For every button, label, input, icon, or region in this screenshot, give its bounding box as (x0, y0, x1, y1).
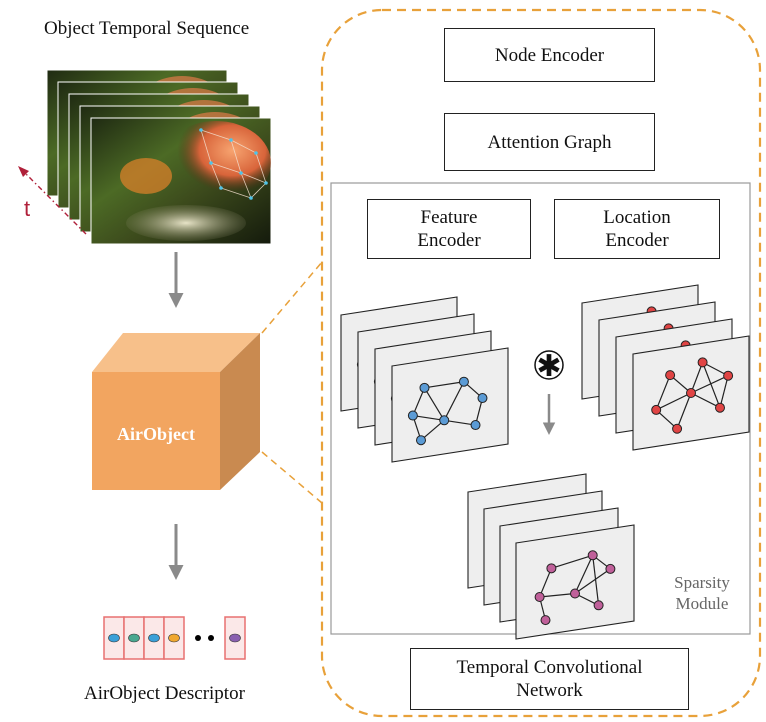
location-graph-panel (632, 335, 750, 451)
feature-graph-panel (391, 347, 509, 463)
descriptor-slot (143, 616, 165, 660)
sequence-frame (90, 117, 272, 245)
descriptor-dot (168, 633, 180, 643)
graph-node (605, 563, 616, 574)
graph-node (407, 410, 418, 421)
descriptor-dot (229, 633, 241, 643)
graph-node (593, 600, 604, 611)
ellipsis-dot (195, 635, 201, 641)
zoom-line-top (261, 261, 323, 334)
graph-node (665, 370, 676, 381)
descriptor-dot (108, 633, 120, 643)
time-arrow (18, 166, 87, 235)
graph-node (419, 382, 430, 393)
temporal-frame-stack (46, 69, 272, 245)
graph-node (470, 420, 481, 431)
descriptor-slot (103, 616, 125, 660)
graph-node (546, 563, 557, 574)
node-encoder-box: Node Encoder (444, 28, 655, 82)
graph-node (587, 550, 598, 561)
zoom-line-bottom (261, 451, 323, 504)
attention-graph-box: Attention Graph (444, 113, 655, 171)
descriptor-dot (128, 633, 140, 643)
graph-node (416, 435, 426, 446)
combine-operator-circle (534, 350, 564, 380)
graph-node (715, 402, 725, 413)
graph-node (697, 357, 708, 368)
location-graph-stack (581, 284, 750, 451)
cube-label: AirObject (117, 424, 195, 444)
descriptor-slot (224, 616, 246, 660)
descriptor-slot (163, 616, 185, 660)
descriptor-title: AirObject Descriptor (84, 683, 245, 704)
feature-encoder-box: Feature Encoder (367, 199, 531, 259)
graph-node (651, 404, 662, 415)
graph-node (686, 388, 696, 398)
time-label: t (24, 196, 30, 221)
descriptor-dot (148, 633, 160, 643)
location-encoder-box: Location Encoder (554, 199, 720, 259)
airobject-detail-frame (320, 8, 762, 718)
graph-node (477, 393, 488, 404)
temporal-convolutional-network-box: Temporal Convolutional Network (410, 648, 689, 710)
airobject-cube (92, 333, 260, 490)
sparse-graph-panel (515, 524, 635, 640)
graph-node (723, 370, 734, 381)
sparsity-module-label: Sparsity Module (674, 573, 730, 613)
airobject-descriptor-vector (103, 616, 246, 660)
graph-node (540, 615, 551, 626)
feature-graph-stack (340, 296, 509, 463)
graph-node (439, 415, 450, 426)
sparse-graph-stack (467, 473, 635, 640)
graph-node (458, 376, 469, 387)
descriptor-slot (123, 616, 145, 660)
sequence-title: Object Temporal Sequence (44, 18, 250, 39)
convolution-operator-icon: ✱ (536, 349, 561, 384)
graph-node (534, 592, 545, 602)
ellipsis-dot (208, 635, 214, 641)
graph-node (672, 423, 683, 434)
graph-node (570, 588, 580, 599)
